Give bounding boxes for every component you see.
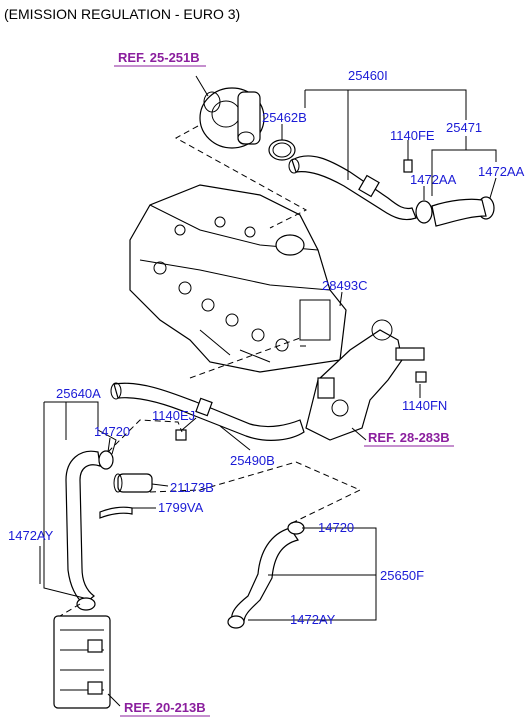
clamp-14720-right-illustration <box>287 521 305 535</box>
part-label-1472ay-right: 1472AY <box>290 612 336 627</box>
hose-25640a-illustration <box>65 450 101 605</box>
engine-block-illustration <box>129 184 347 373</box>
bolt-1140ej-illustration <box>175 429 187 441</box>
clamp-14720-left-illustration <box>98 450 114 470</box>
part-label-1140ej: 1140EJ <box>152 408 195 423</box>
part-label-21173b: 21173B <box>170 480 214 495</box>
part-label-1472ay-left: 1472AY <box>8 528 54 543</box>
part-label-1472aa-left: 1472AA <box>410 172 457 187</box>
part-label-25462b: 25462B <box>262 110 307 125</box>
part-label-25640a: 25640A <box>56 386 101 401</box>
part-label-14720-right: 14720 <box>318 520 354 535</box>
part-label-25471: 25471 <box>446 120 482 135</box>
turbocharger-illustration <box>199 87 265 149</box>
o-ring-gasket-illustration <box>268 139 296 161</box>
clamp-1472ay-right-illustration <box>227 615 245 629</box>
upper-hose-pipe-illustration <box>288 155 417 221</box>
ref-label-25-251b[interactable]: REF. 25-251B <box>118 50 200 65</box>
clamp-1472ay-left-illustration <box>76 597 96 611</box>
fitting-21173b-illustration <box>113 473 153 493</box>
leader-lines <box>39 75 497 707</box>
part-label-25490b: 25490B <box>230 453 275 468</box>
diagram-title: (EMISSION REGULATION - EURO 3) <box>4 6 240 22</box>
part-label-1140fn: 1140FN <box>402 398 447 413</box>
part-label-25650f: 25650F <box>380 568 424 583</box>
hose-1799va-illustration <box>99 506 133 519</box>
part-label-1472aa-right: 1472AA <box>478 164 525 179</box>
part-label-1799va: 1799VA <box>158 500 204 515</box>
hose-25490b-illustration <box>110 382 305 441</box>
part-label-14720-left: 14720 <box>94 424 130 439</box>
bolt-1140fn-illustration <box>415 371 427 383</box>
hose-clamps-illustration <box>415 196 495 224</box>
water-outlet-housing-illustration <box>305 319 425 441</box>
ref-label-20-213b[interactable]: REF. 20-213B <box>124 700 206 715</box>
oil-cooler-illustration <box>53 615 111 709</box>
part-label-25460i: 25460I <box>348 68 388 83</box>
hose-25471-illustration <box>431 198 487 227</box>
part-label-1140fe: 1140FE <box>390 128 435 143</box>
ref-label-28-283b[interactable]: REF. 28-283B <box>368 430 450 445</box>
part-label-28493c: 28493C <box>322 278 368 293</box>
